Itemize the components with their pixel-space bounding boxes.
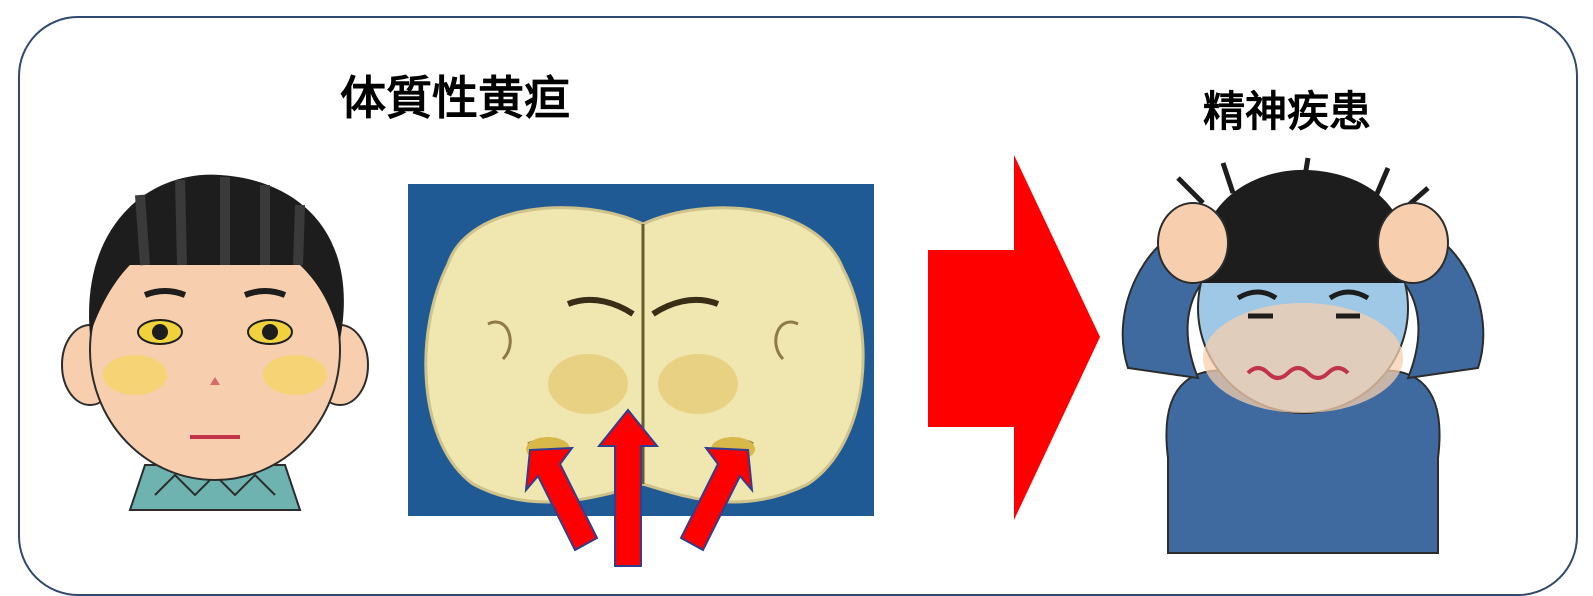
- up-arrow-icon: [596, 408, 660, 567]
- brain-cross-section-photo: [408, 184, 874, 516]
- right-arrow-icon: [928, 155, 1100, 520]
- jaundiced-person-illustration: [61, 174, 369, 511]
- mental-illness-title: 精神疾患: [1203, 87, 1372, 136]
- up-arrow-icon: [679, 446, 754, 552]
- constitutional-jaundice-title: 体質性黄疸: [340, 71, 570, 125]
- distressed-person-illustration: [1121, 157, 1485, 554]
- up-arrow-icon: [524, 446, 599, 552]
